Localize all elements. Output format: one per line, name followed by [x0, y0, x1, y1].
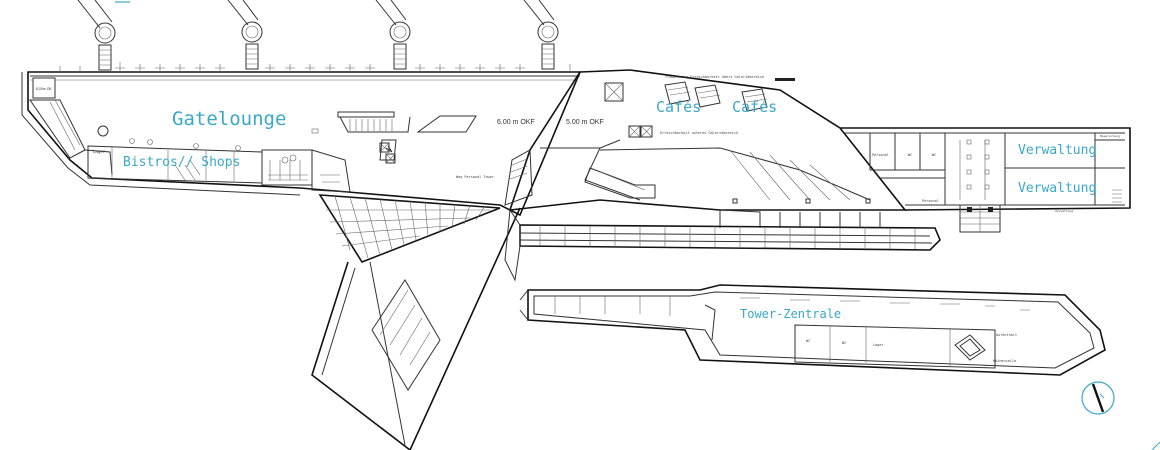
gatelounge-outline: [21, 62, 582, 217]
bridge-1: [77, 0, 116, 71]
label-bistros-shops: Bistros// Shops: [123, 155, 240, 170]
central-wing: [504, 69, 907, 211]
room-personal-2: Personal: [922, 199, 939, 203]
lower-corridor: [311, 207, 521, 450]
room-besprechung: Besprechung: [1100, 134, 1120, 138]
label-cafes-2: Cafés: [732, 98, 777, 116]
connector-band: [504, 208, 941, 282]
label-verwaltung-1: Verwaltung: [1018, 143, 1096, 158]
level-box-label: 8.00m OK: [36, 87, 52, 91]
room-wc-tower-2: WC: [842, 341, 846, 345]
facade-markers: [59, 62, 571, 72]
room-lager-left: Lager: [93, 149, 106, 154]
toilets-block: [261, 149, 313, 186]
room-verwaltung-small: Verwaltung: [1055, 209, 1073, 213]
tower-centre: [519, 284, 1106, 376]
room-wc-2: WC: [932, 153, 936, 157]
label-gatelounge: Gatelounge: [172, 108, 286, 130]
level-box: [32, 77, 56, 99]
label-cafes-1: Cafés: [656, 98, 701, 116]
note-erreichbarkeit: Erreichbarkeit unteres Galeriebereich: [660, 131, 738, 135]
bistros-strip: [87, 145, 351, 193]
label-verwaltung-2: Verwaltung: [1018, 181, 1096, 196]
room-wc-1: WC: [908, 153, 912, 157]
cafe-stairs: [664, 81, 768, 112]
room-lager-tower: Lager: [873, 343, 884, 347]
scale-mark: [1151, 441, 1160, 450]
room-kuechenzeile: Küchenzeile: [993, 359, 1016, 363]
level-500: 5.00 m OKF: [566, 119, 604, 126]
room-wc-tower-1: WC: [806, 339, 810, 343]
admin-columns: [966, 139, 990, 190]
bridge-4: [523, 0, 559, 70]
label-tower-zentrale: Tower-Zentrale: [740, 307, 841, 321]
room-personal-1: Personal: [872, 153, 889, 157]
level-600: 6.00 m OKF: [497, 119, 535, 126]
note-treppen: Treppen zur Erreichbarkeit übers Galerie…: [665, 75, 764, 79]
bridge-2: [227, 0, 263, 70]
note-weg-tower: Weg Personal Tower: [456, 175, 494, 179]
bridge-3: [375, 0, 411, 70]
glass-atrium: [318, 194, 501, 263]
north-arrow-icon: [1081, 381, 1115, 415]
administration-block: [840, 127, 1131, 233]
room-aufenthalt: Aufenthalt: [996, 333, 1017, 337]
boarding-bridges: [77, 0, 559, 71]
